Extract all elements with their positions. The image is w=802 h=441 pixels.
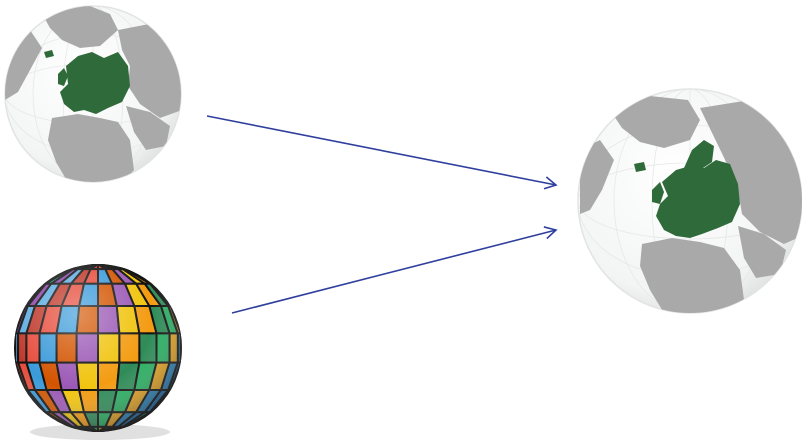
arrow-globe-to-globe	[207, 116, 556, 185]
arrow-sphere-to-globe	[232, 230, 556, 313]
source-globe-europe	[5, 4, 182, 186]
target-globe-europe	[578, 89, 802, 313]
image-sphere	[14, 264, 182, 440]
